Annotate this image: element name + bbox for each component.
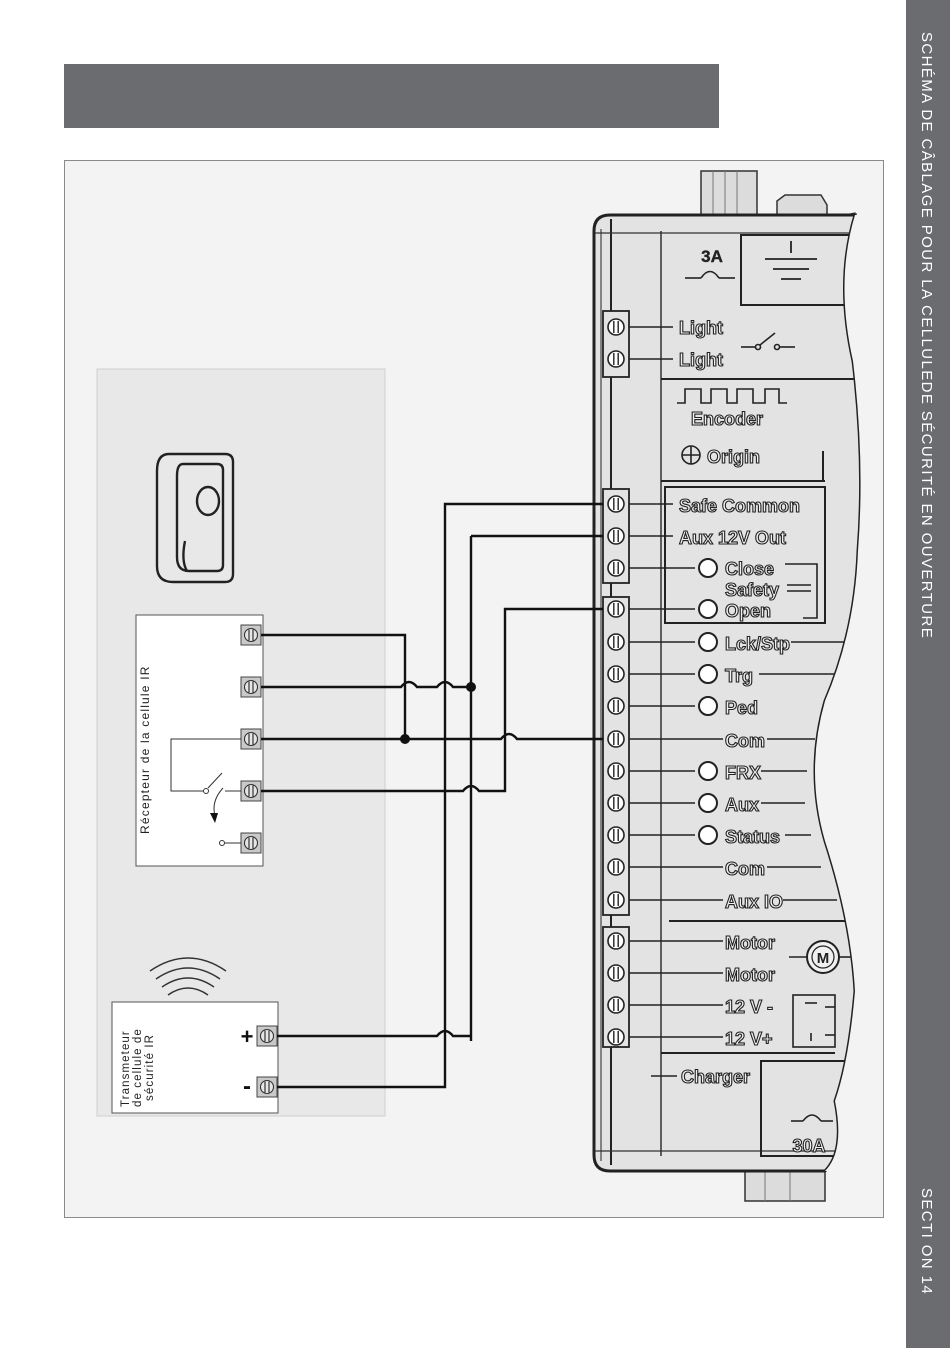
open-led: [699, 600, 717, 618]
light-label-2: Light: [679, 350, 723, 370]
trg-led: [699, 665, 717, 683]
side-tab: SCHÉMA DE CÂBLAGE POUR LA CELLULEDE SÉCU…: [906, 0, 950, 1348]
close-led: [699, 559, 717, 577]
fuse-3a-label: 3A: [701, 247, 723, 266]
header-bar: [64, 64, 719, 128]
motor-label-2: Motor: [725, 965, 775, 985]
fuse-30a-label: 30A: [792, 1136, 825, 1156]
com-label-2: Com: [725, 859, 765, 879]
aux-led: [699, 794, 717, 812]
frx-label: FRX: [725, 763, 761, 783]
transmitter-label-2: de cellule de: [132, 1028, 144, 1107]
light-label-1: Light: [679, 318, 723, 338]
origin-icon: [682, 446, 700, 464]
ped-led: [699, 697, 717, 715]
ped-label: Ped: [725, 698, 758, 718]
transmitter-label-3: sécurité IR: [144, 1034, 156, 1101]
lck-stp-led: [699, 633, 717, 651]
motor-label-1: Motor: [725, 933, 775, 953]
minus-sign: -: [243, 1073, 251, 1100]
transmitter-label-1: Transmeteur: [120, 1030, 132, 1107]
lck-stp-label: Lck/Stp: [725, 634, 790, 654]
aux-label: Aux: [725, 795, 759, 815]
status-led: [699, 826, 717, 844]
control-board: 3A Light Light: [594, 171, 883, 1201]
frx-led: [699, 762, 717, 780]
receiver-label: Récepteur de la cellule IR: [138, 665, 152, 834]
encoder-label: Encoder: [691, 409, 763, 429]
charger-label: Charger: [681, 1067, 750, 1087]
trg-label: Trg: [725, 666, 753, 686]
motor-symbol: M: [817, 950, 830, 967]
junction-dot: [466, 682, 476, 692]
aux-12v-out-label: Aux 12V Out: [679, 528, 786, 548]
diagram-frame: Récepteur de la cellule IR + - Transmete…: [64, 160, 884, 1218]
section-label: SECTI ON 14: [918, 1188, 935, 1295]
wiring-diagram: Récepteur de la cellule IR + - Transmete…: [65, 161, 883, 1217]
side-title: SCHÉMA DE CÂBLAGE POUR LA CELLULEDE SÉCU…: [918, 32, 935, 639]
aux-io-label: Aux IO: [725, 892, 783, 912]
plus-sign: +: [241, 1024, 254, 1049]
12v-minus-label: 12 V -: [725, 997, 773, 1017]
ir-receiver: Récepteur de la cellule IR: [136, 615, 263, 866]
12v-plus-label: 12 V+: [725, 1029, 773, 1049]
com-label-1: Com: [725, 731, 765, 751]
close-label: Close: [725, 559, 774, 579]
safety-label: Safety: [725, 580, 779, 600]
ir-transmitter: + - Transmeteur de cellule de sécurité I…: [112, 1002, 278, 1113]
origin-label: Origin: [707, 447, 760, 467]
junction-dot: [400, 734, 410, 744]
status-label: Status: [725, 827, 780, 847]
open-label: Open: [725, 601, 771, 621]
safe-common-label: Safe Common: [679, 496, 800, 516]
